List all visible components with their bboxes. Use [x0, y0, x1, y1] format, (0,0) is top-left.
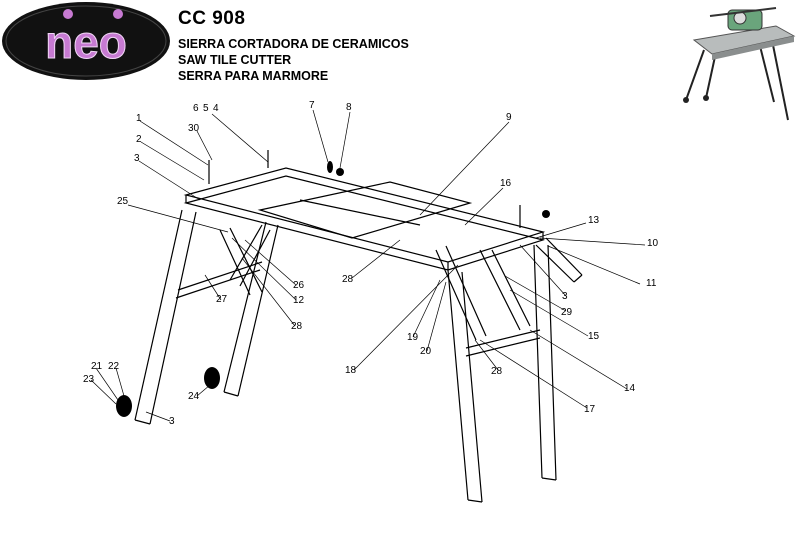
callout-3: 3: [134, 153, 140, 164]
callout-6: 6: [193, 103, 199, 114]
callout-3-right: 3: [562, 291, 568, 302]
neo-logo: neo: [2, 2, 170, 80]
title-portuguese: SERRA PARA MARMORE: [178, 69, 329, 83]
callout-18: 18: [345, 365, 357, 376]
product-thumbnail: [683, 7, 796, 121]
callout-2: 2: [136, 134, 142, 145]
model-title: CC 908: [178, 8, 246, 29]
callout-24: 24: [188, 391, 200, 402]
callout-28-right: 28: [491, 366, 503, 377]
title-block: CC 908 SIERRA CORTADORA DE CERAMICOS SAW…: [178, 8, 409, 84]
callout-27: 27: [216, 294, 228, 305]
callout-13: 13: [588, 215, 600, 226]
logo-text: neo: [45, 16, 127, 68]
callout-3-bottom: 3: [169, 416, 175, 427]
callout-11: 11: [646, 278, 657, 289]
callout-9: 9: [506, 112, 512, 123]
callout-1: 1: [136, 113, 142, 124]
callout-5: 5: [203, 103, 209, 114]
callout-16: 16: [500, 178, 512, 189]
callout-28-top: 28: [342, 274, 354, 285]
callout-7: 7: [309, 100, 315, 111]
callout-26: 26: [293, 280, 305, 291]
callout-8: 8: [346, 102, 352, 113]
callout-23: 23: [83, 374, 95, 385]
callout-12: 12: [293, 295, 305, 306]
callout-21: 21: [91, 361, 103, 372]
title-english: SAW TILE CUTTER: [178, 53, 292, 67]
callout-29: 29: [561, 307, 573, 318]
callout-14: 14: [624, 383, 636, 394]
callout-30: 30: [188, 123, 200, 134]
callout-10: 10: [647, 238, 659, 249]
callout-4: 4: [213, 103, 219, 114]
callout-19: 19: [407, 332, 419, 343]
callout-28-left: 28: [291, 321, 303, 332]
callout-labels: 1 2 3 30 6 5 4 7 8 9 16 13 10 11 25 26 1…: [83, 100, 659, 427]
callout-17: 17: [584, 404, 596, 415]
title-spanish: SIERRA CORTADORA DE CERAMICOS: [178, 37, 409, 51]
callout-25: 25: [117, 196, 129, 207]
callout-15: 15: [588, 331, 600, 342]
callout-20: 20: [420, 346, 432, 357]
callout-22: 22: [108, 361, 120, 372]
